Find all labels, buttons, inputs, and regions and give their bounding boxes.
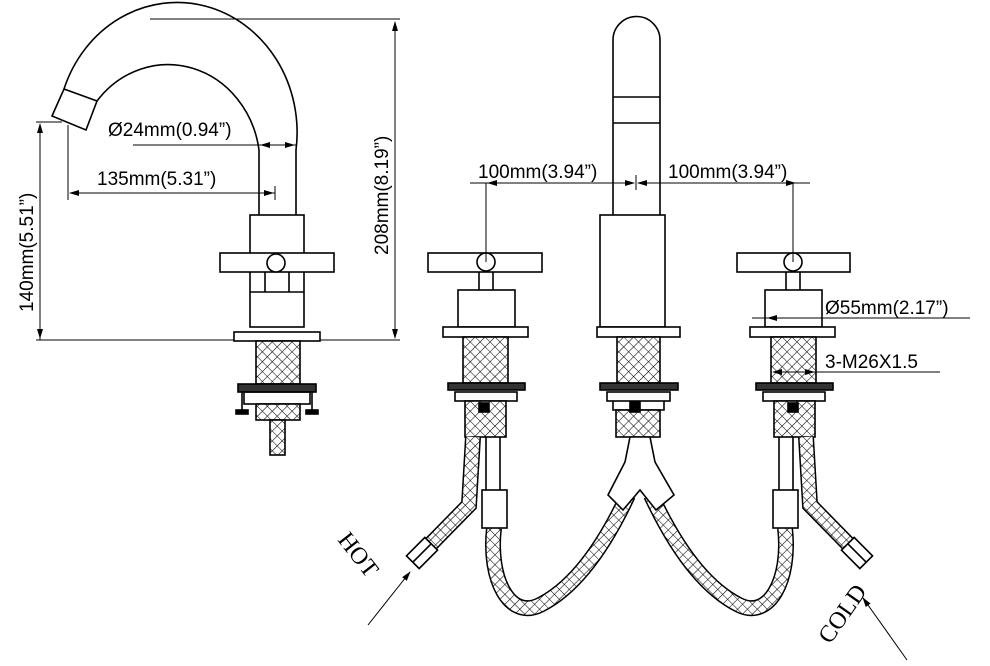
hot-mounting-nut: [454, 391, 518, 402]
side-dimensions: [36, 18, 400, 341]
hot-threaded-rod: [462, 336, 509, 384]
left-spacing-label: 100mm(3.94”): [478, 162, 597, 183]
hot-flange: [442, 326, 529, 338]
cold-mounting-plate: [755, 382, 834, 391]
y-connector: [607, 436, 676, 512]
right-spacing-label: 100mm(3.94”): [668, 162, 787, 183]
handle-hub: [266, 253, 286, 273]
spout-tip: [50, 87, 99, 132]
cold-screw: [787, 402, 799, 413]
lower-thread: [255, 403, 301, 421]
spout-mounting-plate: [599, 382, 679, 391]
inlet-fitting: [269, 419, 286, 456]
side-view-faucet: [50, 1, 335, 456]
front-dimensions: [367, 175, 970, 661]
hot-handle-stem: [478, 272, 494, 290]
height-extension-lines: [150, 18, 400, 341]
spout-flange: [596, 326, 681, 338]
hot-inlet-nut: [405, 536, 439, 570]
center-spout: [612, 15, 661, 215]
hot-inlet-arrow: [367, 571, 411, 626]
total-height-label: 208mm(8.19”): [372, 136, 393, 255]
bolt-head: [305, 409, 319, 415]
hot-handle: [427, 252, 543, 438]
mounting-plate: [237, 383, 317, 393]
threaded-rod: [255, 340, 301, 385]
hot-mounting-plate: [447, 382, 526, 391]
cold-handle: [736, 252, 851, 438]
mounting-nut: [243, 391, 311, 405]
thread-label: 3-M26X1.5: [825, 352, 918, 373]
hot-screw: [478, 402, 490, 413]
cold-valve-body: [764, 289, 823, 328]
cold-hose-connector: [772, 489, 799, 529]
base-diameter-label: Ø55mm(2.17”): [825, 298, 949, 319]
spout-inner: [96, 63, 260, 215]
handle-stem: [250, 272, 304, 293]
mounting-bolts: [241, 392, 313, 410]
spout-screw: [629, 401, 641, 413]
spout-ring: [613, 96, 660, 124]
spout-height-extension-lines: [36, 121, 234, 341]
spout-height-label: 140mm(5.51”): [17, 193, 38, 312]
cold-flange: [749, 326, 836, 338]
cold-handle-stem: [785, 272, 801, 290]
spout-reach-label: 135mm(5.31”): [97, 169, 216, 190]
spout-body: [599, 214, 666, 328]
spout-diameter-label: Ø24mm(0.94”): [108, 120, 232, 141]
hot-valve-body: [457, 289, 516, 328]
cold-inlet-arrow: [862, 597, 908, 661]
center-spout-assembly: [596, 15, 681, 438]
spout-threaded-rod: [616, 336, 661, 384]
spout-lower-thread: [615, 409, 661, 438]
valve-outlet-pipes: [485, 437, 794, 490]
cold-mounting-nut: [762, 391, 826, 402]
front-view-faucet: [405, 15, 874, 608]
flange: [233, 331, 321, 342]
cold-inlet-nut: [840, 536, 874, 570]
spout-outer: [63, 1, 298, 215]
cold-label: COLD: [814, 580, 873, 648]
bolt-head: [235, 409, 249, 415]
hoses: [422, 437, 857, 608]
cold-threaded-rod: [770, 336, 817, 384]
spacing-extension-lines: [485, 175, 794, 262]
hot-label: HOT: [332, 528, 383, 583]
hot-hose-connector: [481, 489, 508, 529]
spout-mounting-nut: [606, 391, 671, 402]
